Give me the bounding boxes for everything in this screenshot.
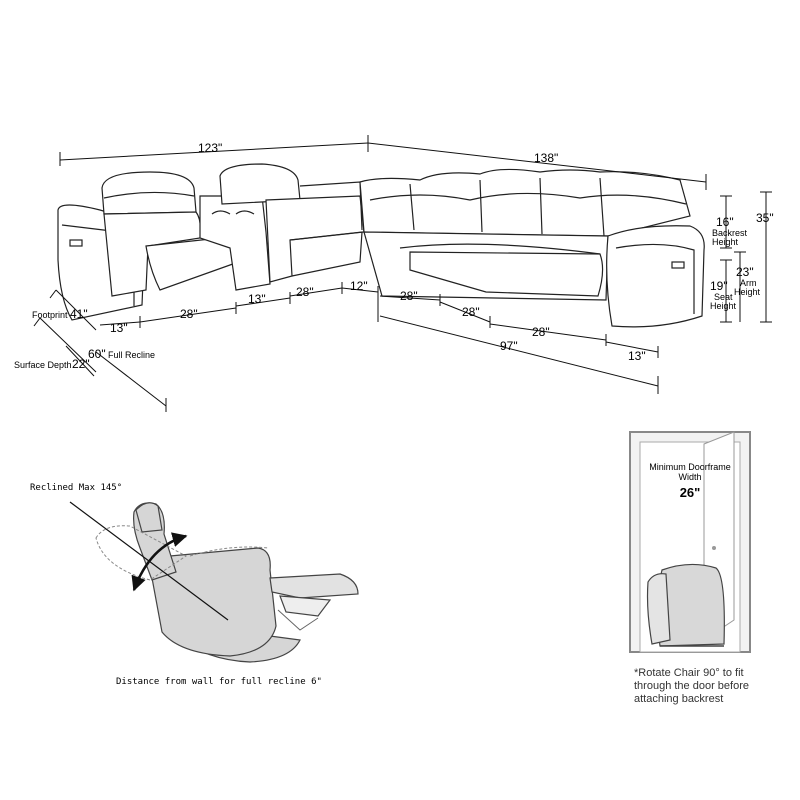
wall-distance-label: Distance from wall for full recline 6" <box>116 677 322 687</box>
seat-height-label-2: Height <box>710 301 737 311</box>
backrest-height-value: 16" <box>716 215 734 229</box>
dim-left-segment-2: 28" <box>180 307 198 321</box>
doorframe-illustration <box>629 431 751 653</box>
dim-right-segment-4: 13" <box>628 349 646 363</box>
doorframe-width-value: 26" <box>680 485 701 500</box>
full-recline-label: Full Recline <box>108 350 155 360</box>
dim-right-segment-3: 28" <box>532 325 550 339</box>
dim-corner-segment: 12" <box>350 279 368 293</box>
arm-height-value: 23" <box>736 265 754 279</box>
dim-right-segment-2: 28" <box>462 305 480 319</box>
total-height-value: 35" <box>756 211 774 225</box>
dim-left-segment-1: 13" <box>110 321 128 335</box>
surface-depth-label: Surface Depth <box>14 360 72 370</box>
dim-overall-left: 123" <box>198 141 222 155</box>
sectional-sofa-drawing <box>57 163 705 328</box>
recliner-side-view <box>69 501 359 663</box>
seat-height-value: 19" <box>710 279 728 293</box>
dim-overall-right: 138" <box>534 151 558 165</box>
dim-right-segment-1: 28" <box>400 289 418 303</box>
full-recline-value: 60" <box>88 347 106 361</box>
arm-height-label-1: Arm <box>740 278 757 288</box>
footprint-label: Footprint <box>32 310 68 320</box>
surface-depth-value: 22" <box>72 357 90 371</box>
recline-curved-arrow <box>131 532 188 592</box>
doorframe-note-3: attaching backrest <box>634 693 723 705</box>
recline-angle-label: Reclined Max 145° <box>30 483 122 493</box>
doorframe-title-1: Minimum Doorframe <box>649 462 731 472</box>
dimension-lines <box>33 135 772 412</box>
dim-left-segment-3: 13" <box>248 292 266 306</box>
footprint-value: 41" <box>70 307 88 321</box>
dim-left-segment-4: 28" <box>296 285 314 299</box>
seat-height-label-1: Seat <box>714 292 733 302</box>
doorframe-note-1: *Rotate Chair 90° to fit <box>634 667 744 679</box>
doorframe-note-2: through the door before <box>634 680 749 692</box>
backrest-height-label-1: Backrest <box>712 228 748 238</box>
dim-right-total: 97" <box>500 339 518 353</box>
doorframe-title-2: Width <box>678 472 701 482</box>
backrest-height-label-2: Height <box>712 237 739 247</box>
arm-height-label-2: Height <box>734 287 761 297</box>
